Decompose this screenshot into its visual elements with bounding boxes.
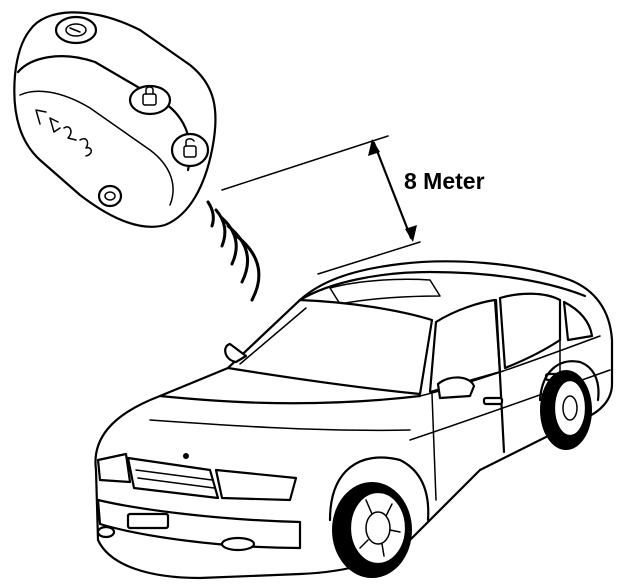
license-plate — [126, 512, 170, 530]
left-mirror — [224, 342, 248, 364]
right-fog-light — [220, 536, 256, 552]
signal-waves — [206, 200, 261, 302]
sunroof — [329, 278, 441, 305]
front-door-handle — [482, 396, 504, 406]
left-fog-light — [96, 525, 116, 539]
unlock-button-icon — [170, 132, 210, 168]
arrow-down-icon — [405, 225, 417, 242]
panic-button-icon — [97, 184, 123, 208]
sedan-car — [94, 260, 614, 580]
arrow-up-icon — [368, 139, 380, 156]
right-headlight — [214, 468, 298, 502]
emblem — [183, 453, 189, 459]
grille — [126, 456, 220, 500]
lock-button-icon — [128, 84, 172, 116]
distance-label: 8 Meter — [404, 168, 485, 194]
left-headlight — [96, 452, 132, 484]
key-button-top — [54, 15, 98, 45]
windshield — [226, 298, 434, 396]
right-mirror — [436, 376, 476, 400]
rear-wheel — [540, 370, 592, 450]
front-wheel — [332, 482, 412, 578]
remote-key-fob — [13, 11, 217, 228]
fob-side-markings — [35, 109, 92, 157]
distance-dimension — [221, 135, 421, 275]
